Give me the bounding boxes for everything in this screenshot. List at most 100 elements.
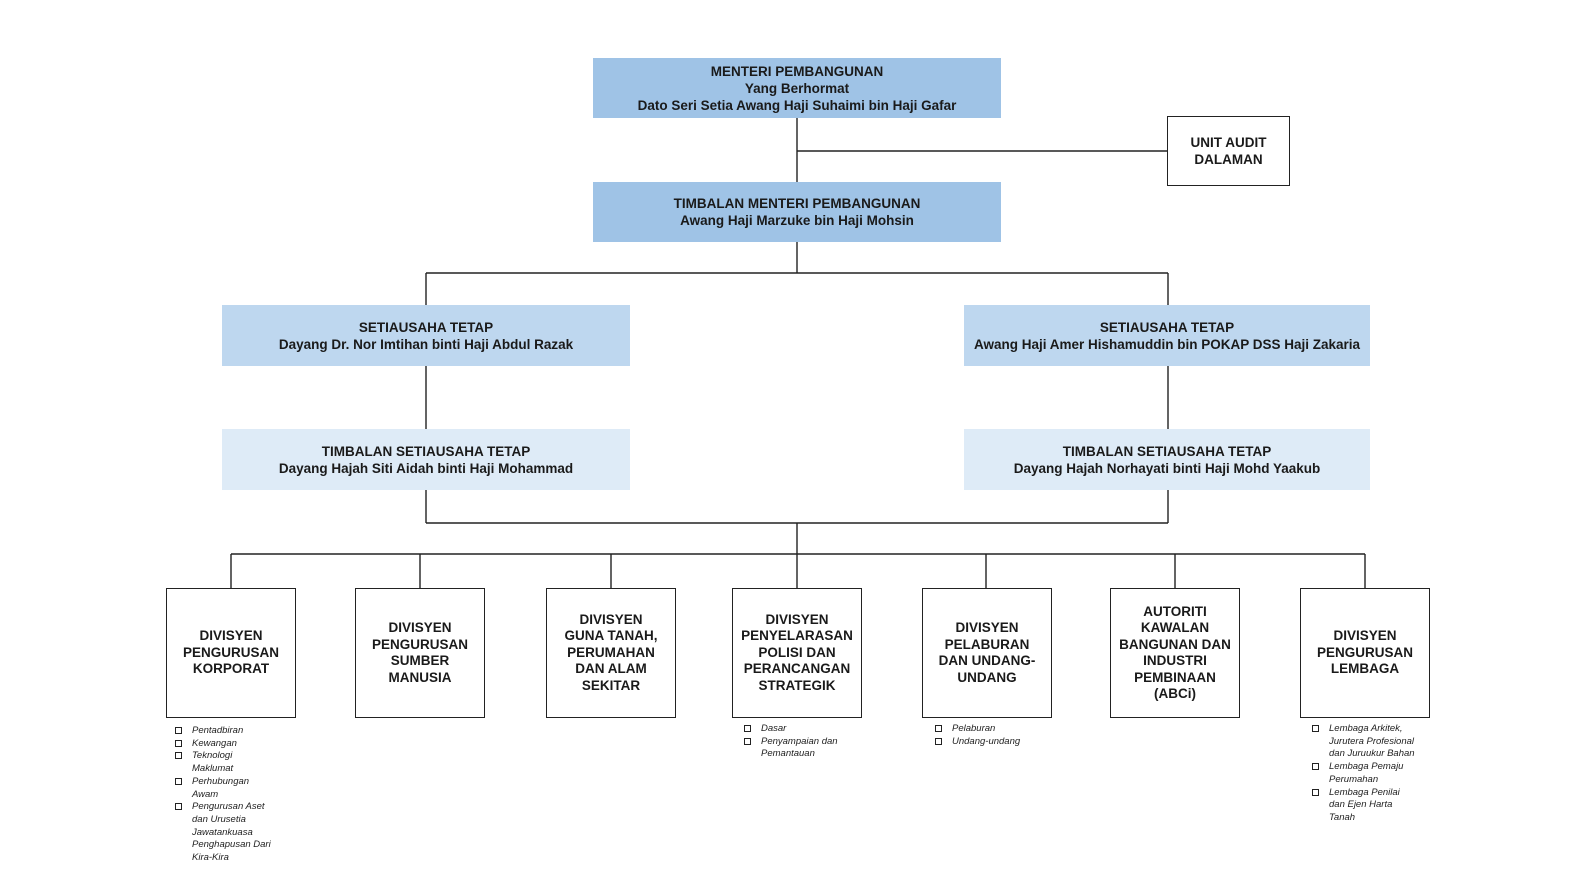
- minister-honorific: Yang Berhormat: [744, 80, 850, 96]
- division-line: SEKITAR: [581, 677, 641, 693]
- division-box-abci: AUTORITI KAWALAN BANGUNAN DAN INDUSTRI P…: [1110, 588, 1240, 718]
- sub-unit-text: Penghapusan Dari: [192, 839, 271, 851]
- sub-unit-text: Kira-Kira: [192, 852, 229, 864]
- division-line: MANUSIA: [388, 669, 452, 685]
- checkbox-bullet-icon: [1312, 788, 1319, 796]
- division-line: UNDANG: [957, 669, 1017, 685]
- division-line: PENGURUSAN: [371, 636, 468, 652]
- sub-unit-text: Tanah: [1329, 811, 1356, 823]
- division-box-guna-tanah: DIVISYEN GUNA TANAH, PERUMAHAN DAN ALAM …: [546, 588, 676, 718]
- sub-unit-item: Dasar: [744, 723, 864, 736]
- checkbox-bullet-icon: [935, 737, 942, 745]
- ps-right-title: SETIAUSAHA TETAP: [1099, 319, 1235, 335]
- minister-title: MENTERI PEMBANGUNAN: [710, 63, 884, 79]
- deputy-minister-name: Awang Haji Marzuke bin Haji Mohsin: [680, 213, 914, 228]
- division-line: DIVISYEN: [579, 611, 643, 627]
- audit-line-1: UNIT AUDIT: [1190, 135, 1267, 150]
- sub-unit-text: Lembaga Penilai: [1329, 786, 1400, 798]
- sub-unit-text: Dasar: [761, 723, 787, 734]
- division-line: GUNA TANAH,: [564, 628, 658, 644]
- division-line: DIVISYEN: [199, 628, 263, 644]
- division-line: SUMBER: [390, 653, 450, 668]
- checkbox-bullet-icon: [175, 752, 182, 760]
- minister-name: Dato Seri Setia Awang Haji Suhaimi bin H…: [637, 97, 957, 113]
- division-line: DAN UNDANG-: [938, 653, 1036, 668]
- division-box-sumber-manusia: DIVISYEN PENGURUSAN SUMBER MANUSIA: [355, 588, 485, 718]
- sub-unit-text: Awam: [192, 788, 219, 800]
- sub-unit-text: Perhubungan: [192, 775, 250, 787]
- division-line: LEMBAGA: [1330, 661, 1400, 677]
- division-line: (ABCi): [1154, 686, 1196, 701]
- sub-unit-text: Penyampaian dan: [761, 735, 838, 747]
- division-box-pelaburan: DIVISYEN PELABURAN DAN UNDANG- UNDANG: [922, 588, 1052, 718]
- sub-unit-text: dan Ejen Harta: [1329, 799, 1393, 811]
- division-box-penyelarasan-polisi: DIVISYEN PENYELARASAN POLISI DAN PERANCA…: [732, 588, 862, 718]
- sub-unit-text: Pelaburan: [952, 723, 996, 734]
- sub-unit-text: Pengurusan Aset: [192, 801, 265, 813]
- permanent-secretary-right-box: SETIAUSAHA TETAP Awang Haji Amer Hishamu…: [964, 305, 1370, 366]
- sub-unit-text: Maklumat: [192, 763, 234, 775]
- ps-left-title: SETIAUSAHA TETAP: [358, 319, 494, 335]
- division-line: KORPORAT: [192, 661, 270, 677]
- division-box-korporat: DIVISYEN PENGURUSAN KORPORAT: [166, 588, 296, 718]
- sub-unit-item: Undang-undang: [935, 736, 1055, 749]
- deputy-minister-box: TIMBALAN MENTERI PEMBANGUNAN Awang Haji …: [593, 182, 1001, 242]
- sub-unit-text: Undang-undang: [952, 735, 1021, 747]
- internal-audit-box: UNIT AUDIT DALAMAN: [1167, 116, 1290, 186]
- checkbox-bullet-icon: [1312, 763, 1319, 771]
- deputy-permanent-secretary-right-box: TIMBALAN SETIAUSAHA TETAP Dayang Hajah N…: [964, 429, 1370, 490]
- audit-line-2: DALAMAN: [1194, 152, 1263, 167]
- sub-unit-text: Kewangan: [192, 737, 237, 749]
- division-line: PELABURAN: [944, 636, 1030, 652]
- sub-unit-text: Lembaga Arkitek,: [1329, 723, 1403, 734]
- division-line: BANGUNAN DAN: [1119, 636, 1231, 652]
- division-line: POLISI DAN: [758, 644, 836, 660]
- sub-unit-text: Lembaga Pemaju: [1329, 761, 1404, 773]
- division-line: DAN ALAM: [575, 661, 647, 677]
- dps-left-title: TIMBALAN SETIAUSAHA TETAP: [321, 443, 531, 459]
- division-line: PEMBINAAN: [1134, 669, 1216, 685]
- division-line: PENGURUSAN: [182, 644, 279, 660]
- sub-unit-item: Pelaburan: [935, 723, 1055, 736]
- permanent-secretary-left-box: SETIAUSAHA TETAP Dayang Dr. Nor Imtihan …: [222, 305, 630, 366]
- dps-right-name: Dayang Hajah Norhayati binti Haji Mohd Y…: [1013, 460, 1321, 476]
- division-line: STRATEGIK: [758, 677, 836, 693]
- sub-unit-text: Jawatankuasa: [192, 826, 253, 838]
- division-line: PENGURUSAN: [1316, 644, 1413, 660]
- division-line: PENYELARASAN: [741, 628, 853, 644]
- sub-unit-text: Jurutera Profesional: [1329, 735, 1415, 747]
- sub-unit-text: Pemantauan: [761, 748, 815, 760]
- sub-unit-item: Kewangan: [175, 738, 295, 751]
- dps-right-title: TIMBALAN SETIAUSAHA TETAP: [1062, 443, 1272, 459]
- ps-right-name: Awang Haji Amer Hishamuddin bin POKAP DS…: [973, 336, 1361, 352]
- division-line: DIVISYEN: [1333, 628, 1397, 644]
- deputy-permanent-secretary-left-box: TIMBALAN SETIAUSAHA TETAP Dayang Hajah S…: [222, 429, 630, 490]
- checkbox-bullet-icon: [175, 777, 182, 785]
- sub-unit-text: dan Urusetia: [192, 813, 246, 825]
- division-line: KAWALAN: [1140, 620, 1210, 635]
- sub-unit-text: dan Juruukur Bahan: [1329, 748, 1415, 760]
- checkbox-bullet-icon: [175, 727, 182, 734]
- division-line: INDUSTRI: [1143, 653, 1207, 668]
- division-line: AUTORITI: [1143, 603, 1207, 619]
- dps-left-name: Dayang Hajah Siti Aidah binti Haji Moham…: [278, 460, 574, 476]
- division-box-lembaga: DIVISYEN PENGURUSAN LEMBAGA: [1300, 588, 1430, 718]
- sub-unit-text: Perumahan: [1329, 773, 1379, 785]
- division-line: DIVISYEN: [765, 611, 829, 627]
- checkbox-bullet-icon: [744, 725, 751, 732]
- minister-box: MENTERI PEMBANGUNAN Yang Berhormat Dato …: [593, 58, 1001, 118]
- ps-left-name: Dayang Dr. Nor Imtihan binti Haji Abdul …: [278, 336, 574, 352]
- checkbox-bullet-icon: [935, 725, 942, 732]
- deputy-minister-title: TIMBALAN MENTERI PEMBANGUNAN: [673, 196, 921, 211]
